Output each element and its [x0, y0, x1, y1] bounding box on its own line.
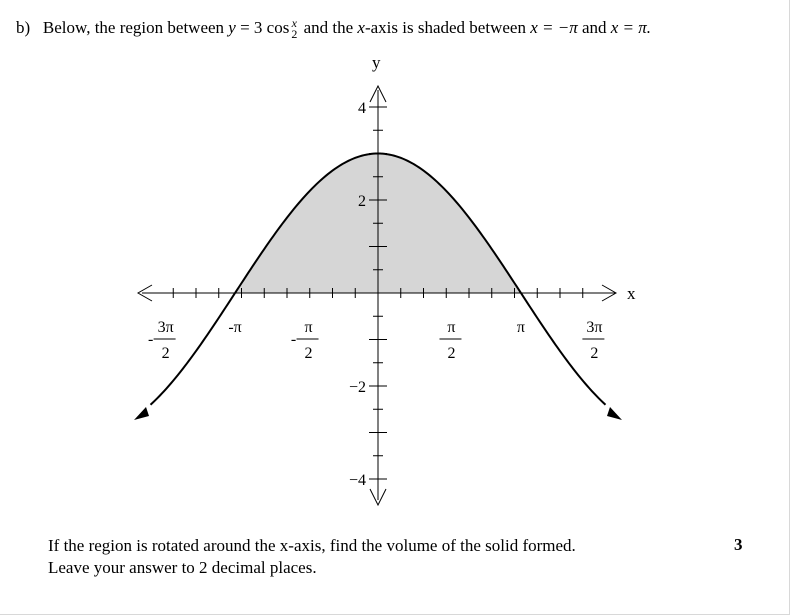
bound-upper: x = π.	[610, 18, 652, 37]
part-label: b)	[16, 18, 31, 37]
cosine-curve	[149, 152, 607, 406]
y-axis-bottom-arrow	[369, 488, 387, 507]
x-tick-label-sign: -	[148, 331, 153, 348]
fraction-denominator: 2	[291, 27, 298, 42]
bound-lower: x = −π	[530, 18, 578, 37]
curve-right-arrowhead	[607, 407, 622, 420]
x-tick-label: π	[517, 319, 525, 336]
x-axis-right-arrow	[601, 284, 618, 302]
x-tick-label-numerator: 3π	[586, 319, 602, 336]
y-tick-label: 4	[358, 100, 366, 117]
x-tick-label-numerator: 3π	[158, 319, 174, 336]
question-text-4: and	[581, 18, 607, 37]
footer-line-1: If the region is rotated around the x-ax…	[48, 536, 576, 555]
x-axis-label: x	[627, 284, 636, 303]
question-text-3: -axis is shaded between	[364, 18, 526, 37]
question-text-1: Below, the region between	[42, 18, 225, 37]
x-tick-label-numerator: π	[304, 319, 312, 336]
x-tick-label-sign: -	[291, 331, 296, 348]
axis-variable: x	[357, 18, 365, 37]
x-tick-label-denominator: 2	[590, 345, 598, 362]
y-axis-top-arrow	[369, 84, 387, 103]
x-tick-label-denominator: 2	[162, 345, 170, 362]
equation-mid: = 3 cos	[240, 18, 290, 37]
footer-question: If the region is rotated around the x-ax…	[48, 535, 576, 579]
x-tick-label-denominator: 2	[447, 345, 455, 362]
x-tick-label-denominator: 2	[305, 345, 313, 362]
y-tick-label: −4	[349, 472, 366, 489]
marks-value: 3	[734, 535, 743, 554]
x-tick-label: -π	[228, 319, 241, 336]
x-tick-label-numerator: π	[447, 319, 455, 336]
y-tick-label: −2	[349, 379, 366, 396]
x-axis-left-arrow	[136, 284, 153, 302]
curve-left-arrowhead	[134, 407, 149, 420]
y-axis-label: y	[372, 53, 381, 72]
question-text-2: and the	[303, 18, 354, 37]
fraction-numerator: x	[291, 16, 297, 31]
footer-line-2: Leave your answer to 2 decimal places.	[48, 558, 317, 577]
y-tick-label: 2	[358, 193, 366, 210]
equation-lhs: y	[228, 18, 236, 37]
